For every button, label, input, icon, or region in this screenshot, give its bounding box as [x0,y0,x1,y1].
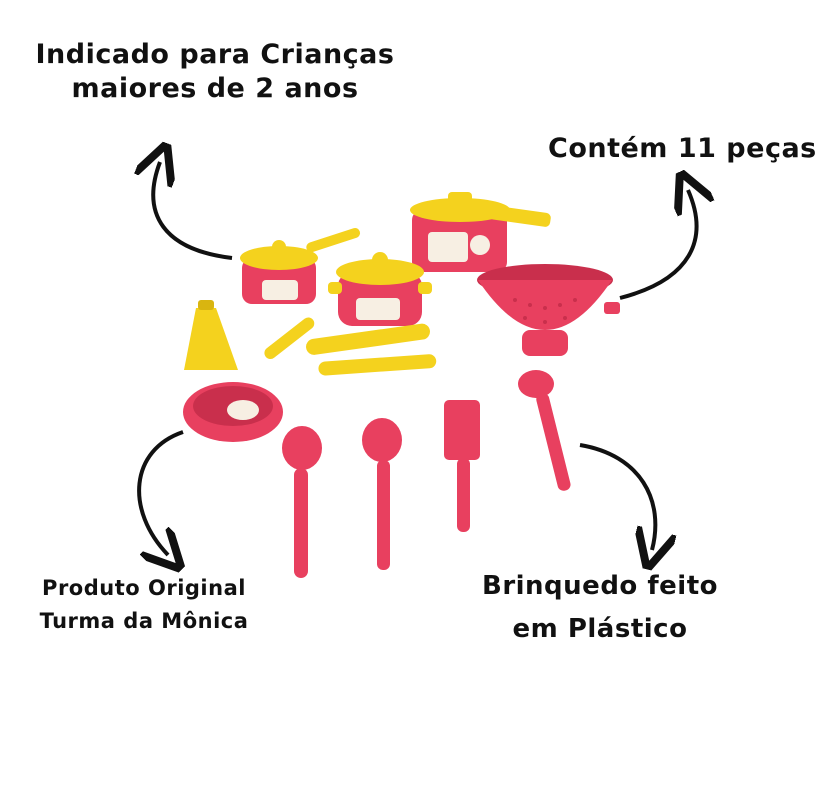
frying-pan [183,317,315,442]
caption-original-line1: Produto Original [42,576,246,600]
caption-age-line1: Indicado para Crianças [35,39,395,70]
kitchen-tongs [306,323,437,376]
arrow-bottom-right [579,443,655,550]
caption-material-line1: Brinquedo feito [482,571,718,601]
arrow-top-left [153,162,233,260]
spatula [444,400,480,532]
caption-pieces-line1: Contém 11 peças [548,133,817,164]
caption-original-product: Produto Original Turma da Mônica [28,572,260,637]
caption-piece-count: Contém 11 peças [548,132,817,166]
casserole-pot [328,252,432,326]
small-saucepan [240,227,361,304]
skimmer-spoon [282,426,322,578]
product-image: Indicado para Crianças maiores de 2 anos… [0,0,817,651]
arrow-bottom-left [137,430,183,555]
caption-age-recommendation: Indicado para Crianças maiores de 2 anos [25,38,405,106]
caption-material: Brinquedo feito em Plástico [470,565,730,651]
caption-original-line2: Turma da Mônica [39,608,249,633]
caption-age-line2: maiores de 2 anos [71,72,359,104]
pasta-spoon [518,370,571,491]
colander [477,264,620,356]
toy-kitchen-set-illustration [0,0,800,578]
arrow-top-right [619,190,697,300]
ladle [362,418,402,570]
pressure-cooker [410,192,551,272]
cheese-grater [184,300,238,370]
caption-material-line2: em Plástico [512,613,688,644]
